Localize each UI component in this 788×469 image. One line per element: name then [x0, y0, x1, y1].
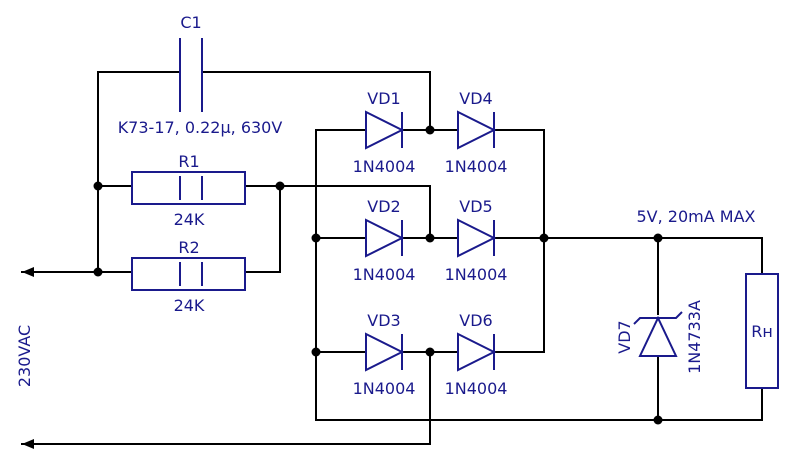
junction: [653, 415, 663, 425]
diode-triangle: [457, 218, 497, 258]
vd7-ref: VD7: [615, 320, 634, 353]
arrow-input-2: [22, 439, 34, 449]
diode-vd5: VD5 1N4004: [445, 197, 508, 284]
input-voltage-label: 230VAC: [15, 325, 34, 387]
junction: [539, 233, 549, 243]
vd3-part: 1N4004: [353, 379, 416, 398]
vd4-ref: VD4: [459, 89, 492, 108]
diode-vd4: VD4 1N4004: [445, 89, 508, 176]
wire-c1-right: [201, 71, 431, 131]
c1-ref: C1: [180, 13, 201, 32]
r2-value: 24K: [174, 296, 205, 315]
junction: [425, 347, 435, 357]
vd3-ref: VD3: [367, 311, 400, 330]
resistor-body: [131, 171, 246, 205]
vd5-ref: VD5: [459, 197, 492, 216]
capacitor-c1: C1 K73-17, 0.22µ, 630V: [118, 13, 283, 137]
zener-vd7: VD7 1N4733A: [615, 300, 704, 374]
resistor-r1: R1 24K: [131, 152, 246, 229]
wire-return: [315, 387, 763, 421]
vd1-ref: VD1: [367, 89, 400, 108]
c1-spec: K73-17, 0.22µ, 630V: [118, 118, 283, 137]
junction: [653, 233, 663, 243]
diode-triangle: [365, 218, 405, 258]
diode-vd2: VD2 1N4004: [353, 197, 416, 284]
diode-vd6: VD6 1N4004: [445, 311, 508, 398]
diode-triangle: [457, 332, 497, 372]
zener-triangle: [638, 315, 678, 357]
zener-cathode-bar: [633, 311, 683, 325]
vd5-part: 1N4004: [445, 265, 508, 284]
wire-r1-right: [244, 185, 431, 239]
junction: [93, 181, 103, 191]
wire-output-positive: [543, 237, 763, 275]
junction: [425, 125, 435, 135]
junction: [425, 233, 435, 243]
diode-vd1: VD1 1N4004: [353, 89, 416, 176]
resistor-r2: R2 24K: [131, 238, 246, 315]
diode-triangle: [365, 110, 405, 150]
r1-value: 24K: [174, 210, 205, 229]
load-body: [745, 273, 779, 389]
wire-r2-right: [244, 185, 281, 273]
vd1-part: 1N4004: [353, 157, 416, 176]
vd6-part: 1N4004: [445, 379, 508, 398]
diode-triangle: [365, 332, 405, 372]
diode-vd3: VD3 1N4004: [353, 311, 416, 398]
load-ref: Rн: [751, 322, 773, 341]
arrow-input-1: [22, 267, 34, 277]
load-resistor: Rн: [745, 273, 779, 389]
output-label: 5V, 20mA MAX: [637, 207, 756, 226]
resistor-body: [131, 257, 246, 291]
junction: [93, 267, 103, 277]
vd2-ref: VD2: [367, 197, 400, 216]
resistor-marks: [179, 176, 203, 200]
wire-input-2: [21, 351, 431, 445]
junction: [311, 347, 321, 357]
diode-triangle: [457, 110, 497, 150]
r2-ref: R2: [178, 238, 199, 257]
vd7-part: 1N4733A: [685, 300, 704, 374]
r1-ref: R1: [178, 152, 199, 171]
vd6-ref: VD6: [459, 311, 492, 330]
wires: [21, 71, 763, 449]
junctions: [93, 125, 663, 425]
junction: [275, 181, 285, 191]
vd4-part: 1N4004: [445, 157, 508, 176]
junction: [311, 233, 321, 243]
vd2-part: 1N4004: [353, 265, 416, 284]
resistor-marks: [179, 262, 203, 286]
